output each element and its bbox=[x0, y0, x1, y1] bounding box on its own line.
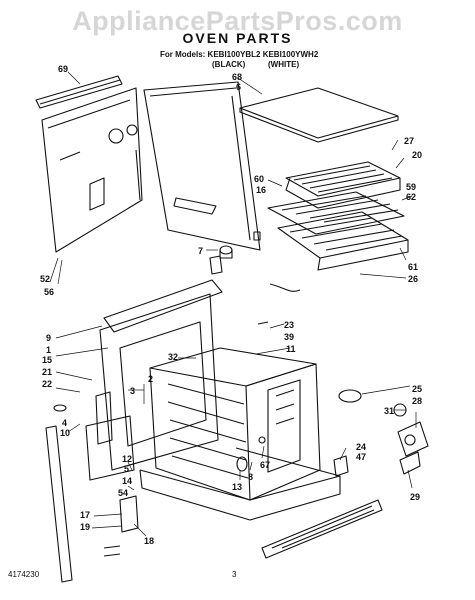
callout-17: 17 bbox=[80, 510, 90, 520]
callout-11: 11 bbox=[286, 344, 296, 354]
callout-7: 7 bbox=[198, 246, 203, 256]
callout-52: 52 bbox=[40, 274, 50, 284]
model-numbers: For Models: KEBI100YBL2 KEBI100YWH2 bbox=[160, 50, 319, 59]
callout-20: 20 bbox=[412, 150, 422, 160]
document-number: 4174230 bbox=[8, 570, 40, 579]
part-top-panel bbox=[239, 87, 399, 143]
callout-27: 27 bbox=[404, 136, 414, 146]
callout-22: 22 bbox=[42, 379, 52, 389]
callout-68: 68 bbox=[232, 72, 242, 82]
watermark-text: AppliancePartsPros.com bbox=[72, 6, 403, 36]
part-bottom-tray bbox=[139, 447, 341, 521]
callout-14: 14 bbox=[122, 476, 132, 486]
callout-26: 26 bbox=[408, 274, 418, 284]
part-socket bbox=[333, 455, 349, 477]
callout-4: 4 bbox=[62, 418, 67, 428]
callout-32: 32 bbox=[168, 352, 178, 362]
callout-54: 54 bbox=[118, 488, 128, 498]
callout-labels: 69 68 6 27 20 60 16 59 62 7 52 56 61 26 … bbox=[40, 64, 422, 546]
callout-12: 12 bbox=[122, 454, 132, 464]
part-bottom-vent bbox=[261, 499, 383, 559]
callout-5: 5 bbox=[124, 464, 129, 474]
callout-62: 62 bbox=[406, 192, 416, 202]
part-oven-rack-lower bbox=[277, 211, 409, 271]
callout-1: 1 bbox=[46, 345, 51, 355]
callout-47: 47 bbox=[356, 452, 366, 462]
leader-lines bbox=[49, 71, 417, 537]
part-vent-strip bbox=[35, 75, 123, 109]
part-oven-rack-upper bbox=[267, 191, 405, 235]
callout-23: 23 bbox=[284, 320, 294, 330]
part-bake-element bbox=[285, 161, 401, 209]
callout-9: 9 bbox=[46, 333, 51, 343]
part-light-socket bbox=[236, 436, 266, 472]
callout-31: 31 bbox=[384, 406, 394, 416]
page-number: 3 bbox=[232, 570, 237, 579]
callout-25: 25 bbox=[412, 384, 422, 394]
part-oven-liner bbox=[149, 347, 321, 501]
callout-24: 24 bbox=[356, 442, 366, 452]
part-small-bracket bbox=[53, 404, 121, 557]
part-back-panel bbox=[143, 81, 261, 251]
callout-18: 18 bbox=[144, 536, 154, 546]
part-thermostat bbox=[397, 421, 429, 475]
callout-6: 6 bbox=[236, 82, 241, 92]
diagram-title: OVEN PARTS bbox=[182, 30, 293, 46]
model-color-black: (BLACK) bbox=[212, 60, 246, 69]
callout-56: 56 bbox=[44, 287, 54, 297]
callout-3: 3 bbox=[130, 386, 135, 396]
callout-8: 8 bbox=[248, 472, 253, 482]
callout-19: 19 bbox=[80, 522, 90, 532]
part-door-trim bbox=[45, 425, 73, 583]
callout-21: 21 bbox=[42, 367, 52, 377]
callout-13: 13 bbox=[232, 482, 242, 492]
callout-2: 2 bbox=[148, 374, 153, 384]
part-side-panel bbox=[41, 87, 143, 253]
part-lamp-cover bbox=[338, 389, 362, 403]
part-knob-7 bbox=[219, 245, 233, 259]
part-front-frame bbox=[99, 255, 223, 471]
callout-10: 10 bbox=[60, 428, 70, 438]
callout-39: 39 bbox=[284, 332, 294, 342]
callout-69: 69 bbox=[58, 64, 68, 74]
part-sensor-tube bbox=[257, 283, 301, 325]
callout-60: 60 bbox=[254, 174, 264, 184]
callout-28: 28 bbox=[412, 396, 422, 406]
callout-59: 59 bbox=[406, 182, 416, 192]
callout-16: 16 bbox=[256, 185, 266, 195]
model-color-white: (WHITE) bbox=[268, 60, 300, 69]
callout-29: 29 bbox=[410, 492, 420, 502]
callout-15: 15 bbox=[42, 355, 52, 365]
callout-61: 61 bbox=[408, 262, 418, 272]
callout-67: 67 bbox=[260, 460, 270, 470]
